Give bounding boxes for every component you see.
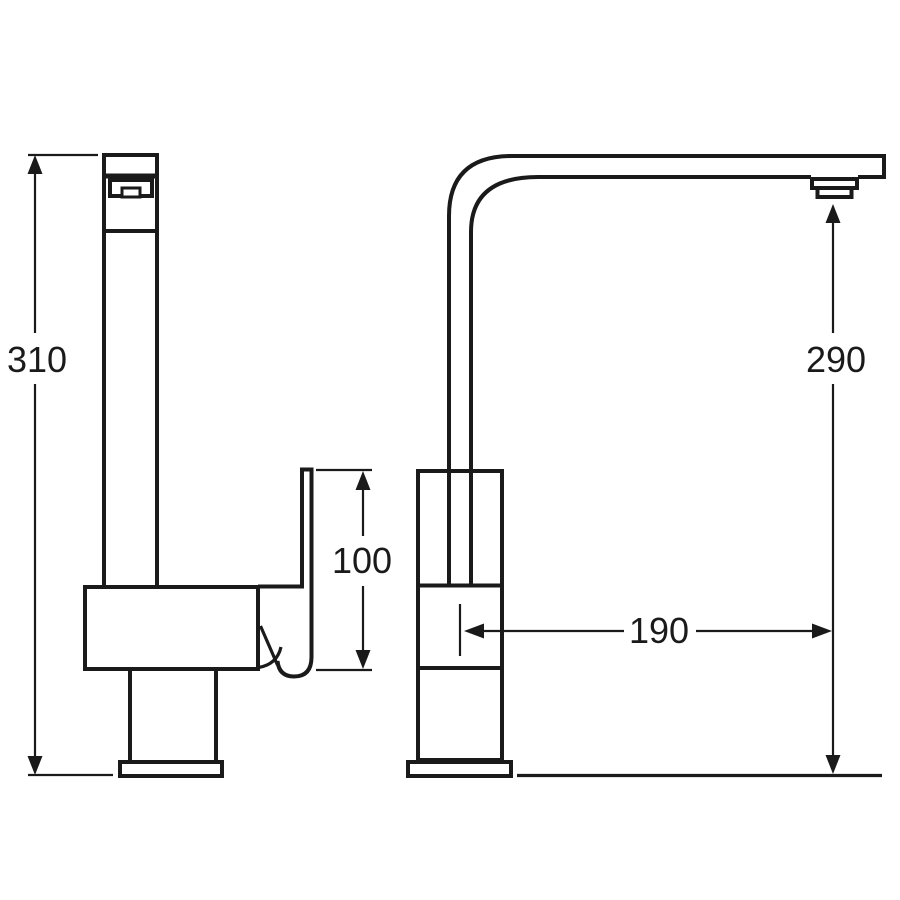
mixer-body-side [83, 585, 260, 671]
arrow-up-icon [355, 471, 371, 490]
spout-outer-edge [447, 154, 886, 585]
dim-label-310: 310 [7, 339, 67, 380]
base-plate-side [118, 760, 224, 778]
dimension-spout-reach: 190 [458, 604, 832, 656]
front-view-faucet [406, 154, 886, 778]
arrow-down-icon [27, 756, 43, 775]
arrow-right-icon [812, 623, 832, 639]
spout-inner-edge [469, 175, 811, 585]
dimension-handle-height: 100 [316, 468, 392, 672]
handle-pivot-arc [258, 646, 283, 670]
handle-lever-blade [258, 467, 314, 679]
dim-label-100: 100 [332, 540, 392, 581]
arrow-down-icon [825, 755, 841, 774]
side-view-faucet [83, 153, 314, 778]
spout-column-outline [102, 153, 159, 587]
arrow-up-icon [825, 204, 841, 223]
dimension-outlet-height: 290 [806, 204, 866, 774]
mounting-stem-side [128, 669, 218, 761]
dimension-overall-height: 310 [7, 153, 113, 777]
aerator-nozzle-cup [815, 186, 854, 199]
arrow-up-icon [27, 155, 43, 174]
arrow-left-icon [464, 623, 484, 639]
base-plate-front [406, 760, 513, 778]
dim-label-190: 190 [629, 610, 689, 651]
arrow-down-icon [355, 650, 371, 669]
aerator-front-tab [120, 186, 142, 199]
dim-label-290: 290 [806, 339, 866, 380]
